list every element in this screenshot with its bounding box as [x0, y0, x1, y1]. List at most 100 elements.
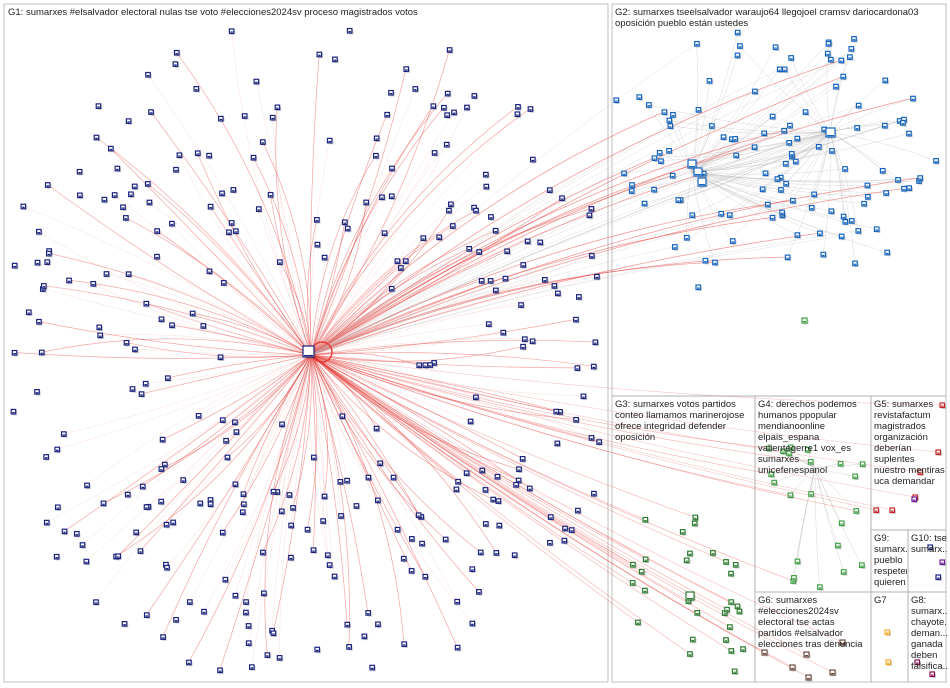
node-g1[interactable] [537, 239, 544, 246]
node-g4[interactable] [804, 447, 811, 453]
node-g2[interactable] [828, 56, 834, 63]
node-g1[interactable] [588, 435, 595, 441]
node-g2[interactable] [776, 66, 783, 73]
node-g2[interactable] [693, 167, 703, 177]
node-g2[interactable] [881, 122, 888, 129]
node-g1[interactable] [232, 481, 239, 488]
node-g1[interactable] [454, 598, 461, 605]
node-g1[interactable] [415, 512, 422, 519]
node-g1[interactable] [466, 245, 473, 252]
node-g1[interactable] [314, 646, 321, 653]
node-g1[interactable] [240, 501, 247, 508]
node-g2[interactable] [641, 200, 648, 207]
node-g1[interactable] [84, 482, 90, 489]
node-g1[interactable] [111, 192, 118, 198]
node-g1[interactable] [169, 322, 175, 329]
node-g3[interactable] [734, 603, 741, 610]
node-g1[interactable] [25, 309, 32, 316]
node-g1[interactable] [454, 644, 461, 651]
node-g2[interactable] [781, 127, 787, 134]
node-g1[interactable] [346, 644, 352, 650]
node-g3[interactable] [692, 514, 699, 521]
node-g1[interactable] [276, 655, 283, 661]
node-g3[interactable] [630, 561, 636, 568]
node-g1[interactable] [77, 192, 83, 199]
node-g1[interactable] [226, 229, 232, 236]
node-g1[interactable] [232, 228, 239, 235]
node-g1[interactable] [388, 193, 395, 200]
node-g2[interactable] [910, 95, 916, 102]
node-g1[interactable] [194, 150, 201, 157]
node-g2[interactable] [789, 197, 796, 204]
node-g1[interactable] [250, 154, 257, 161]
node-g1[interactable] [394, 258, 401, 265]
node-g4[interactable] [840, 569, 847, 575]
node-g1[interactable] [169, 220, 175, 227]
node-g1[interactable] [353, 503, 360, 509]
node-g1[interactable] [228, 220, 235, 226]
node-g1[interactable] [304, 526, 311, 533]
node-g1[interactable] [44, 259, 51, 265]
node-g2[interactable] [829, 148, 835, 154]
node-g2[interactable] [656, 150, 663, 156]
node-g1[interactable] [239, 509, 246, 516]
node-g1[interactable] [568, 527, 575, 533]
node-g2[interactable] [764, 201, 771, 208]
node-g1[interactable] [492, 227, 499, 234]
node-g1[interactable] [163, 521, 170, 528]
node-g1[interactable] [476, 588, 482, 595]
node-g1[interactable] [172, 61, 179, 67]
node-g8[interactable] [914, 659, 921, 666]
node-g2[interactable] [720, 134, 727, 141]
node-g2[interactable] [779, 209, 785, 216]
node-g1[interactable] [493, 550, 500, 556]
node-g2[interactable] [729, 238, 736, 244]
node-g1[interactable] [142, 380, 149, 387]
node-g2[interactable] [788, 151, 795, 157]
node-g1[interactable] [93, 599, 99, 606]
node-g1[interactable] [477, 549, 484, 556]
node-g1[interactable] [555, 290, 561, 297]
node-g1[interactable] [241, 113, 248, 119]
node-g1[interactable] [143, 300, 150, 307]
node-g4[interactable] [787, 444, 794, 451]
node-g1[interactable] [223, 437, 229, 444]
node-g1[interactable] [274, 104, 281, 111]
node-g1[interactable] [591, 490, 597, 497]
node-g2[interactable] [828, 208, 835, 215]
node-g4[interactable] [838, 520, 845, 527]
node-g2[interactable] [726, 212, 733, 219]
node-g1[interactable] [131, 183, 138, 190]
node-g1[interactable] [573, 416, 579, 423]
node-g1[interactable] [490, 496, 497, 503]
node-g2[interactable] [784, 254, 791, 261]
node-g2[interactable] [666, 117, 673, 124]
node-g3[interactable] [687, 651, 693, 657]
node-g1[interactable] [324, 552, 331, 559]
node-g2[interactable] [864, 182, 871, 189]
node-g1[interactable] [133, 529, 140, 536]
node-g2[interactable] [712, 259, 718, 266]
node-g1[interactable] [473, 207, 479, 214]
node-g2[interactable] [702, 257, 709, 264]
node-g6[interactable] [829, 669, 836, 676]
node-g1[interactable] [180, 477, 187, 483]
node-g1[interactable] [154, 253, 160, 260]
node-g2[interactable] [718, 210, 725, 217]
node-g1[interactable] [270, 488, 277, 495]
node-g1[interactable] [441, 104, 447, 111]
node-g1[interactable] [403, 66, 410, 72]
node-g6[interactable] [805, 674, 812, 681]
node-g1[interactable] [547, 514, 554, 520]
node-g1[interactable] [36, 318, 42, 325]
node-g2[interactable] [884, 249, 891, 256]
node-g1[interactable] [361, 633, 368, 640]
node-g1[interactable] [338, 513, 344, 519]
node-g1[interactable] [148, 109, 154, 115]
node-g2[interactable] [752, 88, 758, 95]
node-g1[interactable] [220, 280, 227, 286]
node-g1[interactable] [146, 199, 153, 206]
node-g2[interactable] [848, 218, 855, 224]
node-g1[interactable] [516, 466, 522, 473]
node-g1[interactable] [11, 349, 18, 356]
